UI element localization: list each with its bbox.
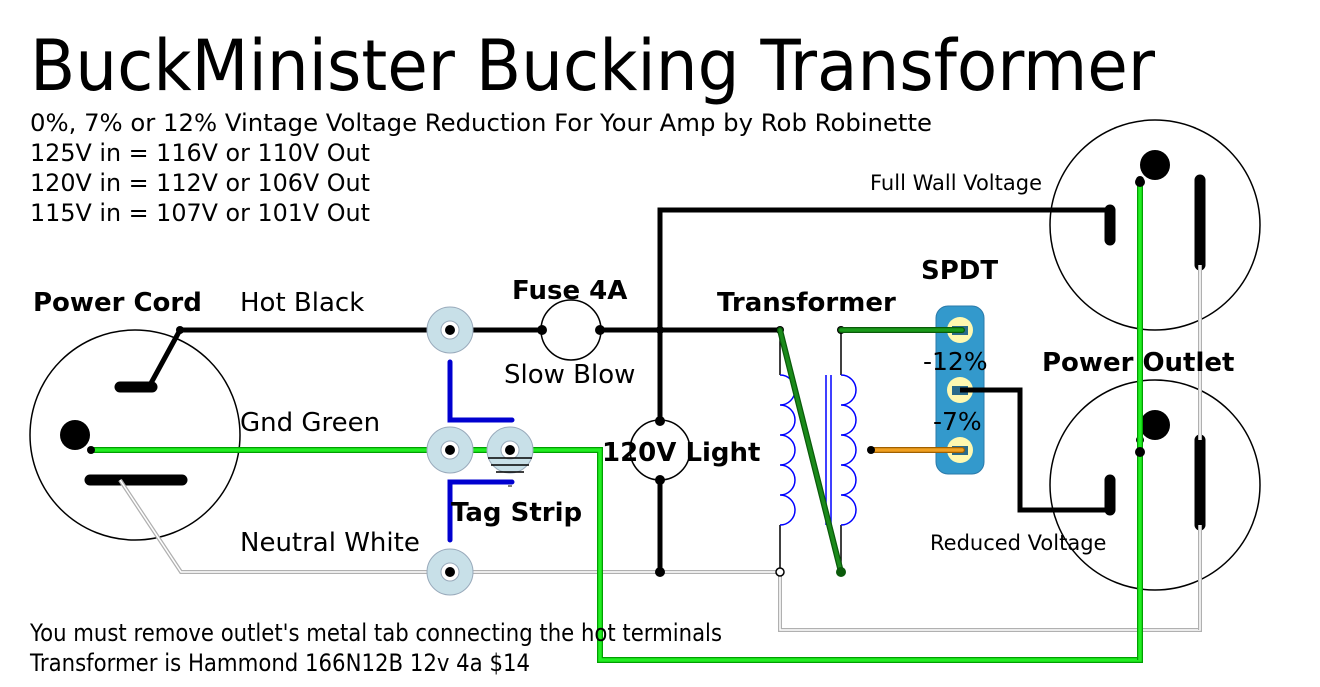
voltage-row: 120V in = 112V or 106V Out [30,169,370,197]
label-neutral-white: Neutral White [240,528,420,558]
label-spdt: SPDT [921,256,998,286]
voltage-row: 115V in = 107V or 101V Out [30,199,370,227]
indicator-light [629,416,691,485]
label-transformer: Transformer [717,288,896,318]
transformer [775,326,857,577]
label-light: 120V Light [602,438,760,468]
primary-coil [779,374,796,526]
label-pct-7: -7% [933,407,982,436]
outlet-full-voltage [1049,119,1261,331]
note-transformer-model: Transformer is Hammond 166N12B 12v 4a $1… [29,649,530,677]
ground-pin [60,420,90,450]
label-tag-strip: Tag Strip [451,498,582,528]
power-cord-plug [29,329,241,541]
label-slow-blow: Slow Blow [504,360,635,390]
tag-lug-ground [426,426,474,474]
label-gnd-green: Gnd Green [240,408,380,438]
outlet-reduced-voltage [1049,379,1261,591]
label-power-outlet: Power Outlet [1042,348,1234,378]
outlet-ground-hole [1140,150,1170,180]
tag-lug-chassis-ground [486,426,534,487]
label-hot-black: Hot Black [240,288,364,318]
tag-lug-neutral [426,548,474,596]
secondary-coil [840,374,857,526]
label-reduced-voltage: Reduced Voltage [930,531,1106,555]
label-full-wall-voltage: Full Wall Voltage [870,171,1042,195]
label-power-cord: Power Cord [33,288,202,318]
page-title: BuckMinister Bucking Transformer [30,25,1155,107]
tag-strip [426,306,534,596]
label-fuse: Fuse 4A [512,276,627,306]
outlet-ground-hole [1140,410,1170,440]
label-pct-12: -12% [923,347,988,376]
note-remove-tab: You must remove outlet's metal tab conne… [29,619,722,647]
fuse [537,299,605,361]
tag-lug-hot [426,306,474,354]
voltage-row: 125V in = 116V or 110V Out [30,139,370,167]
subtitle: 0%, 7% or 12% Vintage Voltage Reduction … [30,109,932,137]
